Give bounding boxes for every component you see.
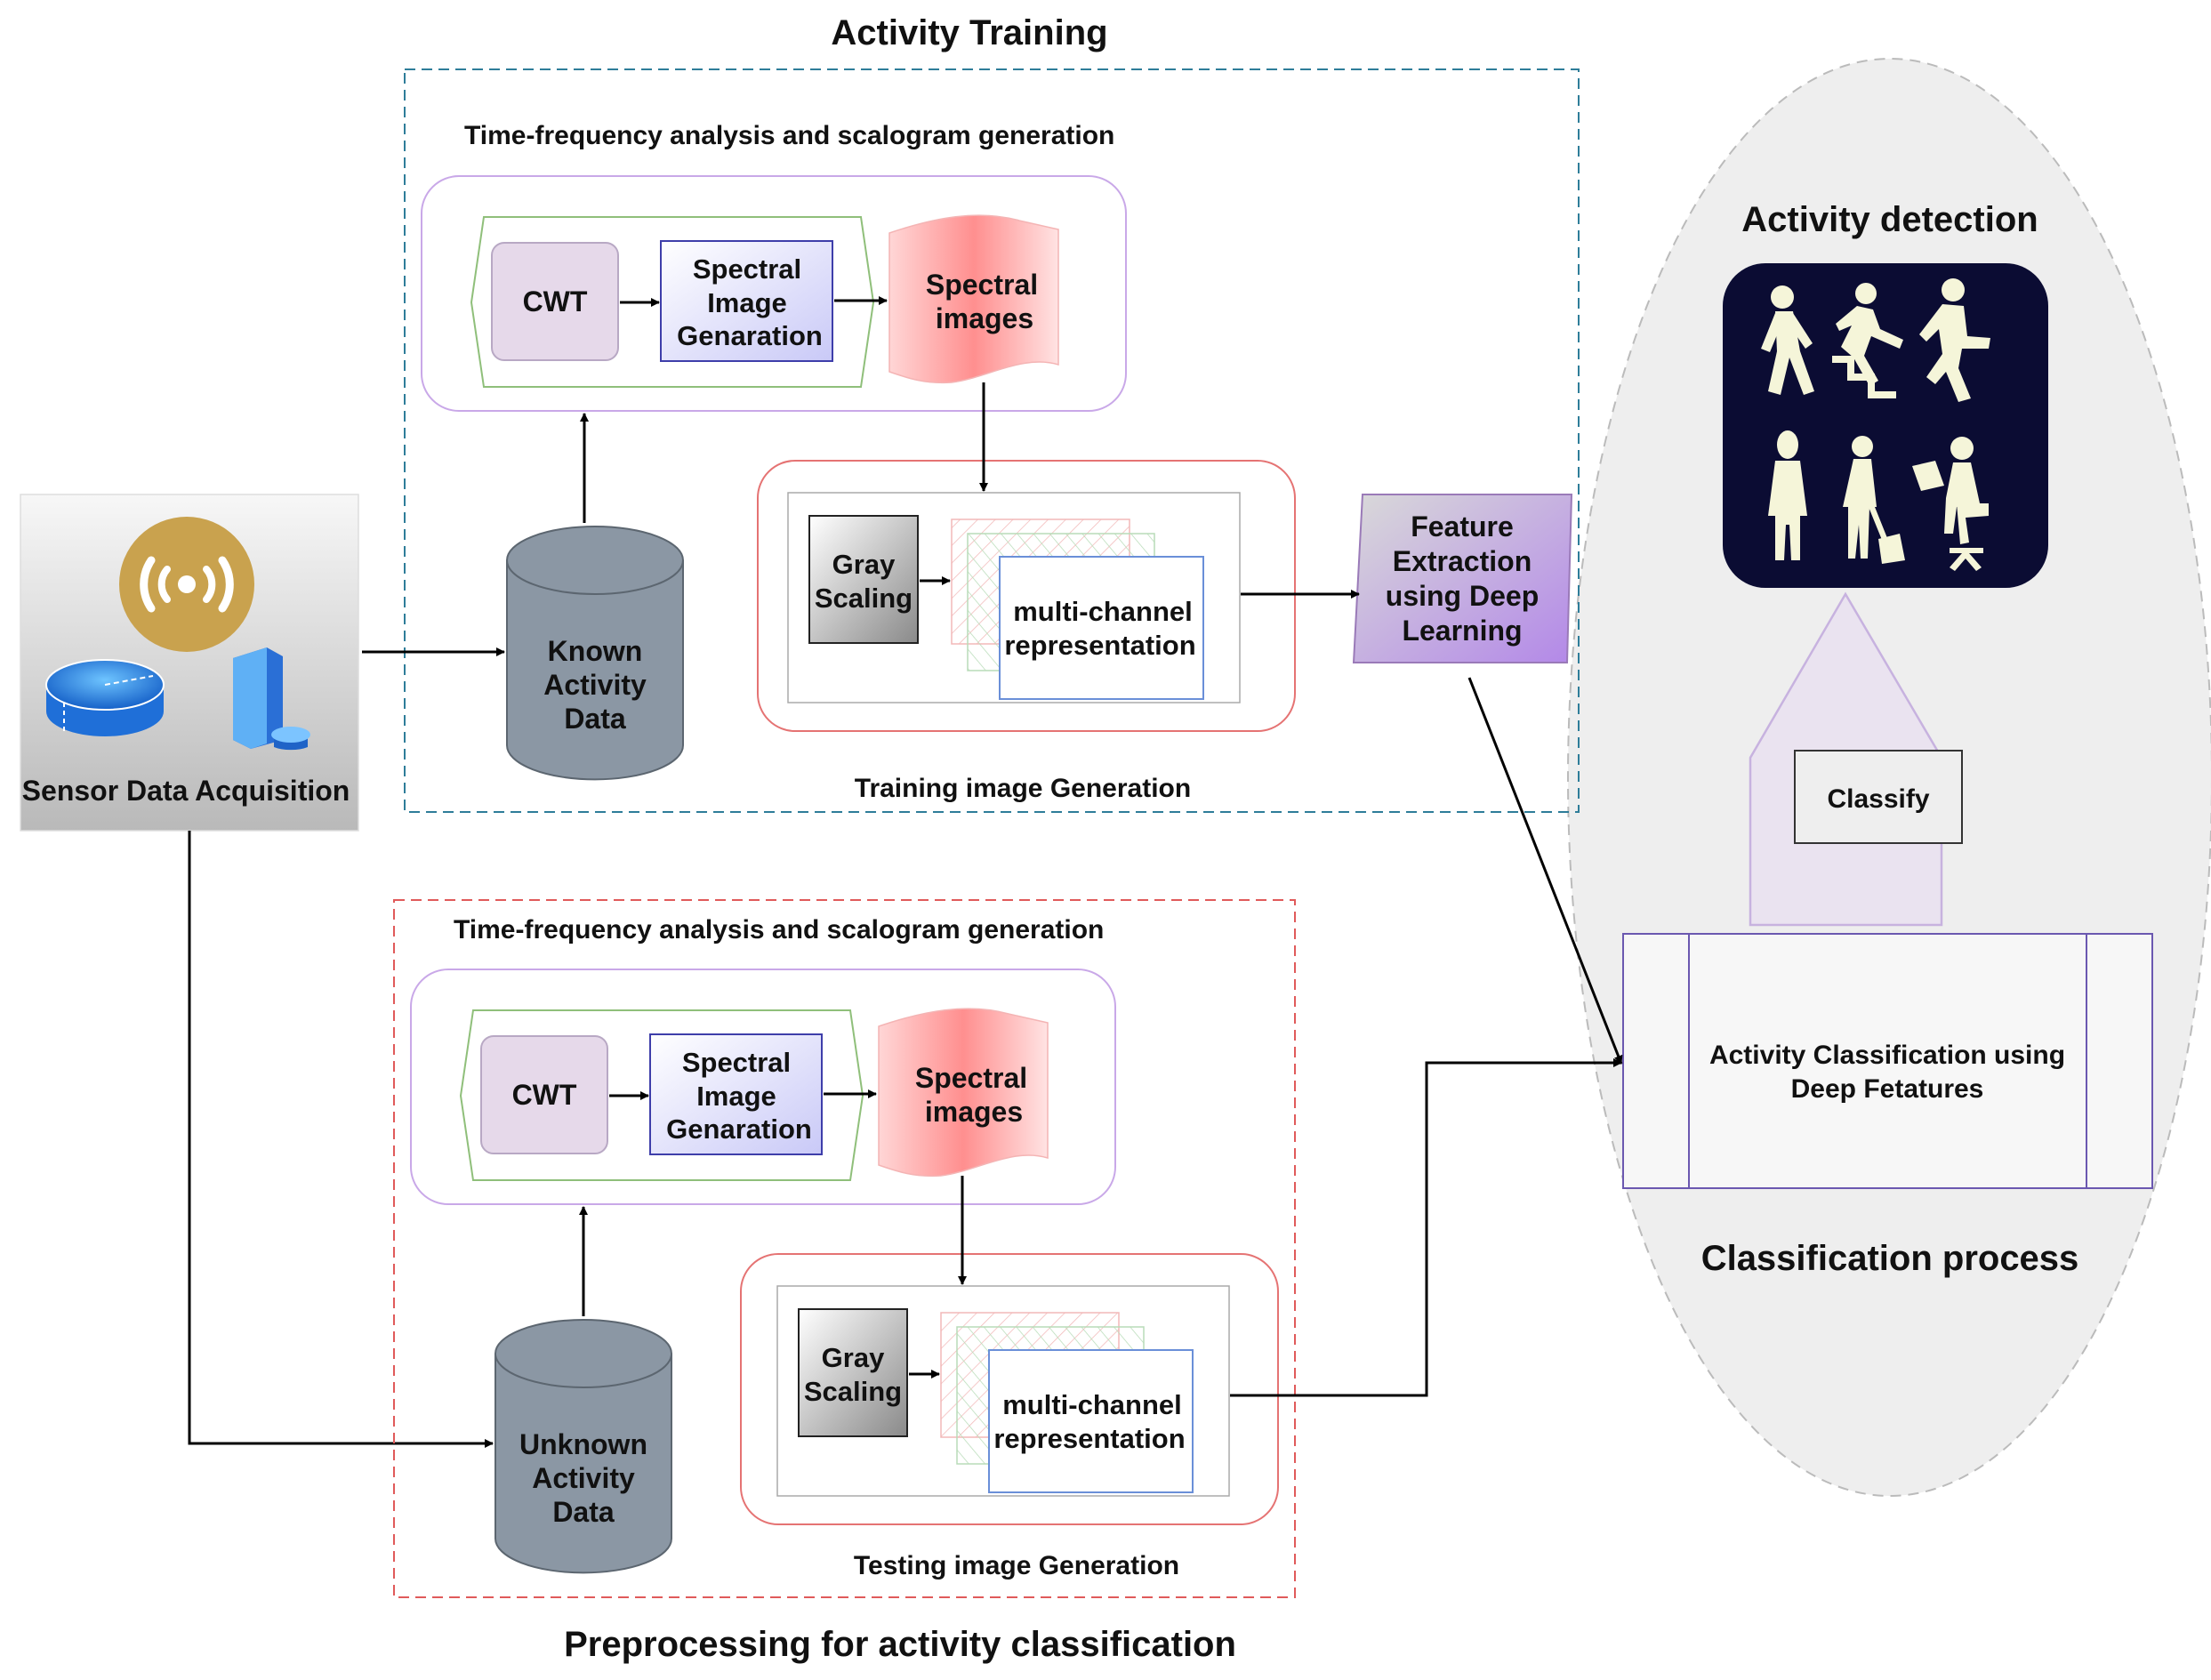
title-classification-process: Classification process: [1701, 1239, 2079, 1278]
testing-spectral-gen-line-1: Spectral: [682, 1047, 791, 1078]
activity-classification-line-2: Deep Fetatures: [1791, 1074, 1984, 1104]
testing-spectral-images-line-1: Spectral: [915, 1062, 1027, 1094]
testing-cwt-node: [480, 1035, 608, 1154]
testing-region: [393, 899, 1296, 1598]
training-cwt-node: [491, 242, 619, 361]
classify-node: Classify: [1749, 591, 1963, 927]
standing-icon: [1768, 430, 1807, 560]
training-spectral-images-line-1: Spectral: [926, 269, 1038, 301]
training-multichannel-node: [999, 556, 1204, 700]
title-activity-detection: Activity detection: [1741, 200, 2038, 239]
broadcast-icon: [119, 517, 254, 652]
feature-line-4: Learning: [1402, 615, 1522, 647]
testing-gray-scaling-line-1: Gray: [822, 1342, 885, 1373]
unknown-db-line-1: Unknown: [519, 1428, 647, 1460]
arrow-testing-to-classification: [1230, 1058, 1622, 1397]
unknown-db-line-2: Activity: [532, 1462, 635, 1494]
training-spectral-images-line-2: images: [936, 302, 1033, 334]
training-multichannel-line-1: multi-channel: [1013, 596, 1193, 627]
title-activity-training: Activity Training: [831, 13, 1107, 52]
walking-icon: [1761, 285, 1814, 395]
sensor-label: Sensor Data Acquisition: [22, 775, 350, 807]
testing-multichannel-node: [988, 1349, 1194, 1493]
training-gray-scaling-line-1: Gray: [832, 549, 896, 580]
training-region: [404, 68, 1580, 813]
known-db-line-2: Activity: [543, 669, 647, 701]
testing-spectral-images-node: [878, 1008, 1049, 1178]
known-db-line-3: Data: [564, 703, 626, 735]
training-spectral-gen-line-1: Spectral: [693, 253, 801, 285]
known-db-line-1: Known: [548, 635, 643, 667]
testing-spectral-gen-line-3: Genaration: [666, 1113, 812, 1145]
testing-image-gen-group: Gray Scaling multi-channel representatio…: [740, 1253, 1279, 1525]
testing-tf-group: CWT Spectral Image Genaration Spectral i…: [410, 969, 1116, 1205]
training-multichannel-line-2: representation: [1004, 630, 1195, 661]
training-image-gen-label: Training image Generation: [855, 774, 1191, 803]
server-icon: [233, 647, 310, 751]
testing-cwt-label: CWT: [512, 1079, 577, 1111]
running-icon: [1919, 278, 1990, 402]
training-tf-group: CWT Spectral Image Genaration Spectral i…: [421, 175, 1127, 412]
training-tf-label: Time-frequency analysis and scalogram ge…: [464, 121, 1114, 150]
training-spectral-images-node: [888, 214, 1059, 384]
testing-multichannel-line-2: representation: [993, 1423, 1185, 1454]
feature-line-2: Extraction: [1393, 545, 1532, 577]
sitting-icon: [1912, 437, 1989, 571]
feature-line-3: using Deep: [1386, 580, 1539, 612]
training-image-gen-group: Gray Scaling multi-channel representatio…: [757, 460, 1296, 732]
training-spectral-gen-line-2: Image: [707, 287, 787, 318]
testing-multichannel-line-1: multi-channel: [1002, 1389, 1182, 1420]
arrow-feature-to-classification: [1467, 677, 1623, 1065]
training-spectral-gen-line-3: Genaration: [677, 320, 823, 351]
activity-classification-line-1: Activity Classification using: [1709, 1041, 2065, 1070]
training-spectral-gen-node: [660, 240, 833, 362]
feature-line-1: Feature: [1411, 510, 1514, 543]
arrow-sensor-to-unknown-db: [188, 831, 494, 1448]
training-gray-scaling-line-2: Scaling: [815, 583, 913, 614]
testing-tf-label: Time-frequency analysis and scalogram ge…: [454, 915, 1104, 944]
activity-detection-panel: [1723, 263, 2048, 588]
disk-icon: [45, 659, 165, 736]
testing-spectral-images-line-2: images: [925, 1096, 1023, 1128]
training-gray-scaling-node: [808, 515, 919, 644]
unknown-activity-db: Unknown Activity Data: [494, 1319, 672, 1574]
testing-image-gen-label: Testing image Generation: [854, 1551, 1179, 1580]
sweeping-icon: [1843, 436, 1905, 564]
unknown-db-line-3: Data: [552, 1496, 615, 1528]
testing-gray-scaling-node: [798, 1308, 908, 1437]
classify-label: Classify: [1827, 784, 1929, 814]
sensor-data-acquisition: Sensor Data Acquisition: [20, 494, 359, 832]
activity-classification-node: Activity Classification using Deep Fetat…: [1622, 933, 2153, 1189]
training-cwt-label: CWT: [523, 285, 588, 318]
stairs-icon: [1832, 283, 1903, 398]
title-preprocessing: Preprocessing for activity classificatio…: [564, 1625, 1236, 1664]
testing-spectral-gen-line-2: Image: [696, 1081, 776, 1112]
known-activity-db: Known Activity Data: [506, 526, 684, 781]
testing-spectral-gen-node: [649, 1033, 823, 1155]
testing-gray-scaling-line-2: Scaling: [804, 1376, 902, 1407]
feature-extraction-node: Feature Extraction using Deep Learning: [1352, 494, 1573, 663]
